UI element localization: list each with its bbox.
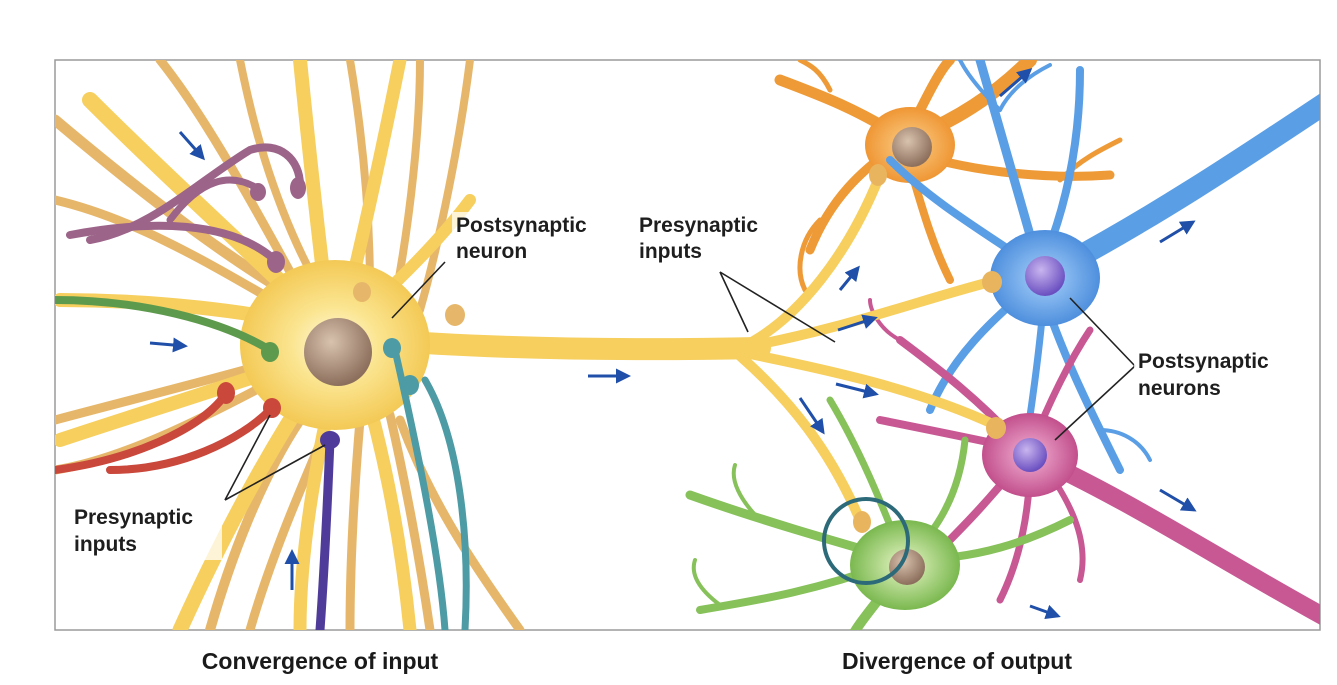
label-left-presynaptic-inputs: Presynaptic inputs (70, 502, 222, 560)
label-right-presynaptic-inputs: Presynaptic inputs (636, 212, 788, 268)
leader-lines (224, 261, 1136, 501)
magenta-postsynaptic-neuron (868, 298, 1320, 625)
flow-arrows (149, 68, 1197, 620)
label-right-postsynaptic-neurons: Postsynaptic neurons (1134, 347, 1304, 405)
arrow-icon (838, 265, 860, 291)
arrow-icon (999, 68, 1033, 98)
caption-convergence: Convergence of input (202, 648, 439, 674)
synaptic-boutons-right (853, 164, 1006, 533)
caption-divergence: Divergence of output (842, 648, 1072, 674)
arrow-icon (837, 314, 878, 332)
arrow-icon (1159, 488, 1197, 512)
arrow-icon (1029, 604, 1061, 620)
arrow-icon (798, 397, 825, 435)
orange-postsynaptic-neuron (774, 60, 1123, 293)
arrow-icon (149, 337, 188, 353)
synaptic-boutons-left (217, 177, 465, 449)
arrow-icon (178, 131, 205, 161)
label-left-postsynaptic-neuron: Postsynaptic neuron (452, 212, 618, 268)
label-line: Presynaptic (639, 214, 758, 237)
label-line: neurons (1138, 377, 1221, 400)
illustration (55, 60, 1320, 630)
highlight-circle-icon (822, 497, 910, 585)
label-line: Postsynaptic (1138, 350, 1269, 373)
label-line: inputs (74, 533, 137, 556)
green-postsynaptic-neuron (685, 396, 1074, 630)
label-line: Postsynaptic (456, 214, 587, 237)
yellow-nucleus (304, 318, 372, 386)
arrow-icon (1159, 220, 1196, 244)
label-line: neuron (456, 240, 527, 263)
blue-postsynaptic-neuron (886, 60, 1320, 484)
label-line: inputs (639, 240, 702, 263)
label-line: Presynaptic (74, 506, 193, 529)
arrow-icon (835, 382, 879, 399)
yellow-postsynaptic-neuron (55, 60, 771, 630)
